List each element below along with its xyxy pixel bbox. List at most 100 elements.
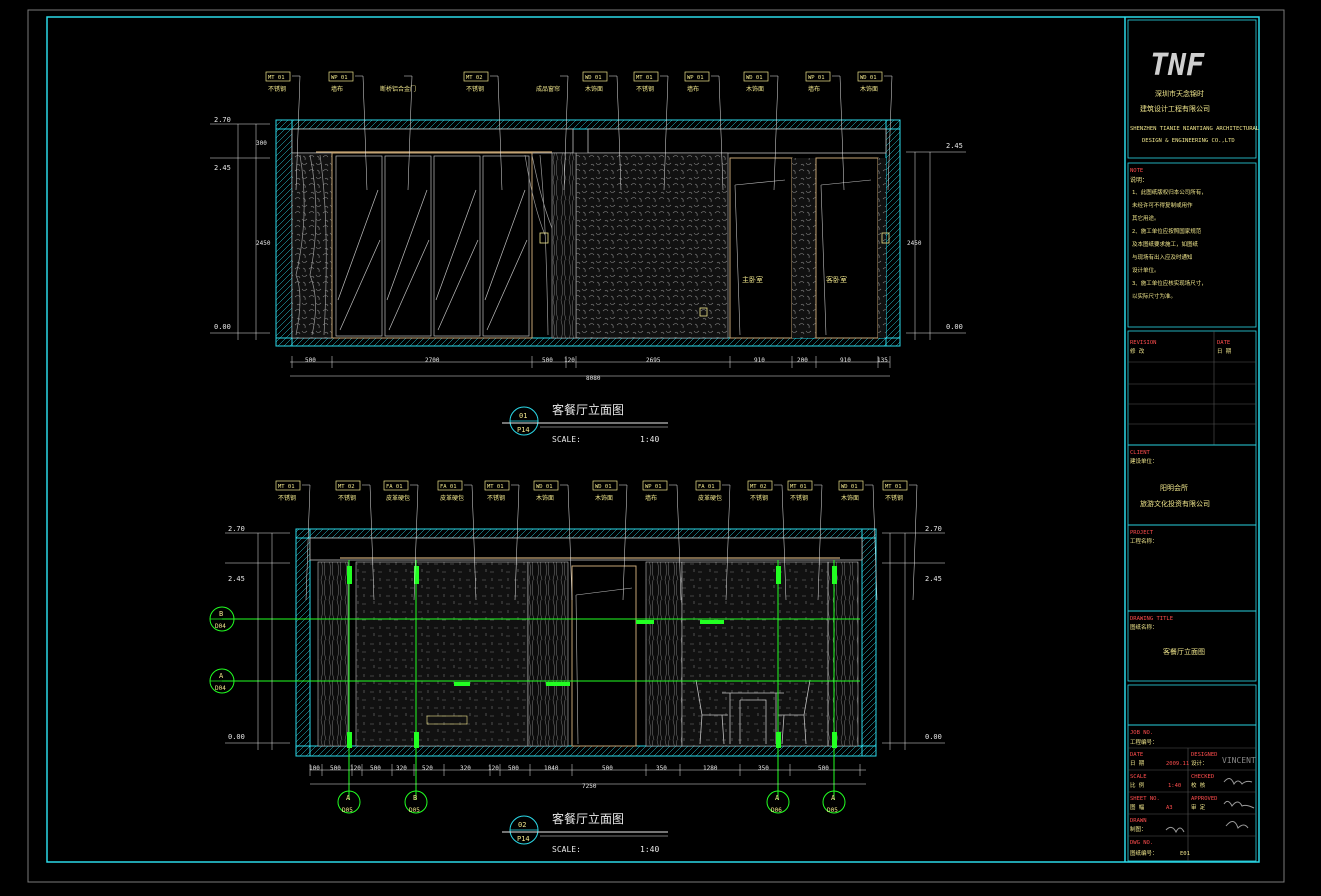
svg-text:墙布: 墙布 <box>331 85 343 93</box>
ceiling-soffit <box>291 128 574 154</box>
svg-text:日 期: 日 期 <box>1130 760 1145 767</box>
note-line-3: 2、施工单位应按照国家规范 <box>1132 227 1202 235</box>
e1-dim-6: 200 <box>797 357 808 364</box>
svg-text:审 定: 审 定 <box>1191 803 1206 811</box>
svg-text:木饰面: 木饰面 <box>860 85 878 93</box>
svg-text:D06: D06 <box>771 807 782 814</box>
svg-text:2450: 2450 <box>907 240 922 247</box>
e2-dim-6: 320 <box>460 765 471 772</box>
slab-floor <box>275 337 901 347</box>
svg-text:DRAWN: DRAWN <box>1130 818 1147 824</box>
svg-text:MT 01: MT 01 <box>790 484 807 490</box>
elevation-02: B D04 A D04 A D05 B D05 A D06 A D05 MT 0… <box>209 480 945 854</box>
svg-text:木饰面: 木饰面 <box>841 494 859 502</box>
svg-text:1:40: 1:40 <box>1168 783 1181 789</box>
e1-dim-8: 135 <box>877 357 888 364</box>
total-dim-02: 7250 <box>582 783 597 790</box>
svg-text:MT 02: MT 02 <box>750 484 767 490</box>
note-line-2: 其它用途。 <box>1132 214 1160 222</box>
e2-dim-11: 350 <box>656 765 667 772</box>
svg-text:B: B <box>413 794 417 802</box>
e2-callout-9: MT 02 不锈钢 <box>747 480 787 601</box>
svg-text:0.00: 0.00 <box>228 733 245 741</box>
svg-text:MT 01: MT 01 <box>636 75 653 81</box>
e1-callout-4: 成品窗帘 <box>536 75 569 191</box>
svg-text:CHECKED: CHECKED <box>1191 774 1214 780</box>
total-dim-01: 8080 <box>586 375 601 382</box>
svg-text:成品窗帘: 成品窗帘 <box>536 85 560 93</box>
svg-text:APPROVED: APPROVED <box>1191 796 1218 802</box>
svg-text:A: A <box>831 794 836 802</box>
svg-text:皮革硬包: 皮革硬包 <box>440 494 464 502</box>
door-label-master: 主卧室 <box>742 275 763 284</box>
svg-text:1:40: 1:40 <box>640 435 659 444</box>
note-line-7: 3、施工单位应核实现场尺寸， <box>1132 279 1207 287</box>
svg-text:A: A <box>775 794 780 802</box>
door-label-guest: 客卧室 <box>826 275 847 284</box>
svg-text:2.45: 2.45 <box>228 575 245 583</box>
wood-strip <box>551 152 577 339</box>
svg-text:DWG NO.: DWG NO. <box>1130 840 1153 846</box>
svg-text:设计：: 设计： <box>1191 759 1208 767</box>
svg-text:不锈钢: 不锈钢 <box>750 494 768 502</box>
dining-set <box>695 679 811 745</box>
svg-text:不锈钢: 不锈钢 <box>790 494 808 502</box>
svg-text:FA 01: FA 01 <box>386 484 403 490</box>
svg-text:D05: D05 <box>827 807 838 814</box>
svg-text:VINCENT: VINCENT <box>1222 756 1256 765</box>
e1-callout-6: MT 01 不锈钢 <box>633 71 669 191</box>
levels-left-01: 2.70 2.45 0.00 300 2450 <box>210 116 271 340</box>
note-line-6: 设计单位。 <box>1132 266 1160 274</box>
svg-text:木饰面: 木饰面 <box>746 85 764 93</box>
svg-text:D04: D04 <box>215 685 226 692</box>
svg-text:0.00: 0.00 <box>925 733 942 741</box>
svg-text:A: A <box>346 794 351 802</box>
e2-dim-1: 500 <box>330 765 341 772</box>
svg-text:2.70: 2.70 <box>228 525 245 533</box>
svg-text:皮革硬包: 皮革硬包 <box>386 494 410 502</box>
drawing-title-text: 客餐厅立面图 <box>1163 647 1205 656</box>
svg-text:阳明会所: 阳明会所 <box>1160 483 1188 492</box>
slab-ceiling <box>275 119 901 130</box>
title-block: TNF 深圳市天念锦时 建筑设计工程有限公司 SHENZHEN TIANIE N… <box>1127 19 1260 862</box>
svg-text:WD 01: WD 01 <box>860 75 877 81</box>
e1-dim-7: 910 <box>840 357 851 364</box>
svg-text:木饰面: 木饰面 <box>595 494 613 502</box>
e1-callout-10: WD 01 木饰面 <box>857 71 893 191</box>
svg-text:SCALE:: SCALE: <box>552 845 581 854</box>
svg-text:DRAWING TITLE: DRAWING TITLE <box>1130 616 1173 622</box>
side-marks: B D04 A D04 <box>209 606 235 694</box>
wall-between-doors <box>792 158 816 338</box>
svg-text:建设单位：: 建设单位： <box>1130 457 1158 465</box>
levels-right-01: 2.45 0.00 2450 <box>906 142 966 340</box>
curtain-left <box>295 154 327 336</box>
svg-text:图 幅: 图 幅 <box>1130 803 1145 811</box>
svg-text:2450: 2450 <box>256 240 271 247</box>
e2-dim-14: 500 <box>818 765 829 772</box>
svg-text:CLIENT: CLIENT <box>1130 450 1151 456</box>
e2-dim-12: 1280 <box>703 765 718 772</box>
svg-text:深圳市天念锦时: 深圳市天念锦时 <box>1155 89 1204 98</box>
svg-text:300: 300 <box>256 140 267 147</box>
svg-text:02: 02 <box>518 821 526 829</box>
switch-plate <box>539 232 549 244</box>
svg-text:MT 01: MT 01 <box>487 484 504 490</box>
section-ticks <box>347 566 837 748</box>
e2-dim-3: 500 <box>370 765 381 772</box>
svg-text:木饰面: 木饰面 <box>536 494 554 502</box>
svg-text:WD 01: WD 01 <box>746 75 763 81</box>
svg-text:墙布: 墙布 <box>687 85 699 93</box>
e2-dim-0: 100 <box>309 765 320 772</box>
svg-text:PROJECT: PROJECT <box>1130 530 1154 536</box>
svg-text:不锈钢: 不锈钢 <box>636 85 654 93</box>
svg-text:WD 01: WD 01 <box>585 75 602 81</box>
outer-frame <box>27 9 1285 883</box>
door-guest <box>815 157 879 339</box>
